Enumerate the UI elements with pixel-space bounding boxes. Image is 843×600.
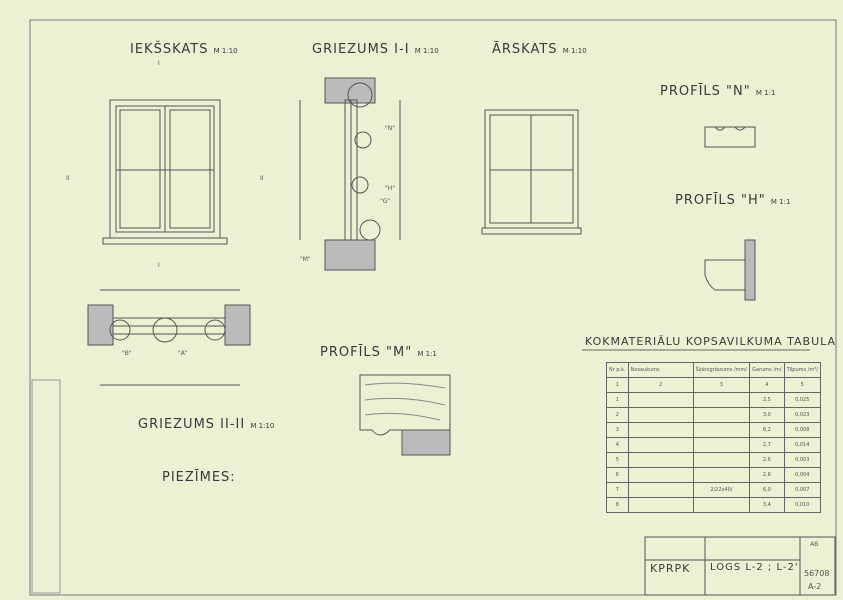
profile-m xyxy=(359,374,451,456)
table-cell xyxy=(692,452,751,468)
table-cell xyxy=(627,467,694,483)
table-cell: 0,008 xyxy=(783,422,821,438)
marker-m: "M" xyxy=(300,256,311,263)
table-cell xyxy=(627,482,694,498)
table-cell xyxy=(692,392,751,408)
marker-a: "A" xyxy=(178,350,188,357)
marker-sec2-right: II xyxy=(260,175,264,182)
interior-view-title: IEKŠSKATS M 1:10 xyxy=(130,42,238,57)
table-cell: 8,2 xyxy=(749,422,785,438)
table-cell: 0,023 xyxy=(783,407,821,423)
table-cell xyxy=(692,407,751,423)
profile-h-title: PROFĪLS "H" M 1:1 xyxy=(675,193,791,208)
marker-n: "N" xyxy=(385,125,396,132)
section-1-title: GRIEZUMS I-I M 1:10 xyxy=(312,42,439,57)
table-cell: 4 xyxy=(606,437,629,453)
org-name: KPRPK xyxy=(650,562,691,575)
table-cell: 0,010 xyxy=(783,497,821,513)
table-cell xyxy=(627,422,694,438)
marker-sec1-bottom: I xyxy=(158,262,160,269)
table-cell: 2,6 xyxy=(749,452,785,468)
table-cell: 3,4 xyxy=(749,497,785,513)
marker-b: "B" xyxy=(122,350,132,357)
table-cell: 5 xyxy=(606,452,629,468)
profile-h xyxy=(704,239,756,301)
table-cell xyxy=(692,467,751,483)
table-cell: 0,007 xyxy=(783,482,821,498)
profile-m-title: PROFĪLS "M" M 1:1 xyxy=(320,345,437,360)
table-cell xyxy=(627,452,694,468)
table-cell: 2,5 xyxy=(749,392,785,408)
table-cell xyxy=(627,392,694,408)
interior-view-window xyxy=(102,99,228,245)
table-cell: 2,7 xyxy=(749,437,785,453)
table-cell: 2 xyxy=(606,407,629,423)
marker-h: "H" xyxy=(385,185,396,192)
table-cell xyxy=(627,437,694,453)
table-cell: 0,004 xyxy=(783,467,821,483)
table-cell: 0,025 xyxy=(783,392,821,408)
table-cell xyxy=(627,497,694,513)
exterior-view-title: ĀRSKATS M 1:10 xyxy=(492,42,587,57)
marker-g: "G" xyxy=(380,198,391,205)
table-cell: 1 xyxy=(606,392,629,408)
section-1-1 xyxy=(299,77,401,271)
section-2-title: GRIEZUMS II-II M 1:10 xyxy=(138,417,275,432)
table-cell: 2,8 xyxy=(749,467,785,483)
revision-strip xyxy=(31,379,61,594)
table-cell: 7 xyxy=(606,482,629,498)
table-cell xyxy=(692,497,751,513)
table-cell: 6,0 xyxy=(749,482,785,498)
profile-n-title: PROFĪLS "N" M 1:1 xyxy=(660,84,776,99)
drawing-number: 56708 xyxy=(804,569,830,578)
table-cell: 3 xyxy=(606,422,629,438)
table-cell: 0,014 xyxy=(783,437,821,453)
marker-sec2-left: II xyxy=(66,175,70,182)
marker-sec1-top: I xyxy=(158,60,160,67)
table-cell xyxy=(692,437,751,453)
table-cell: 3,0 xyxy=(749,407,785,423)
object-name: LOGS L-2 ; L-2' xyxy=(710,562,799,573)
table-cell: 0,003 xyxy=(783,452,821,468)
table-cell: 2/22x40/ xyxy=(692,482,751,498)
title-block xyxy=(644,536,836,596)
stage: AB xyxy=(810,541,819,548)
table-cell xyxy=(692,422,751,438)
table-cell xyxy=(627,407,694,423)
table-cell: 8 xyxy=(606,497,629,513)
exterior-view-window xyxy=(481,109,582,235)
notes-title: PIEZĪMES: xyxy=(162,470,236,485)
table-title: KOKMATERIĀLU KOPSAVILKUMA TABULA xyxy=(585,335,837,348)
table-cell: 6 xyxy=(606,467,629,483)
profile-n xyxy=(704,126,756,148)
section-2-2 xyxy=(87,289,251,386)
sheet-number: A-2 xyxy=(808,582,822,591)
